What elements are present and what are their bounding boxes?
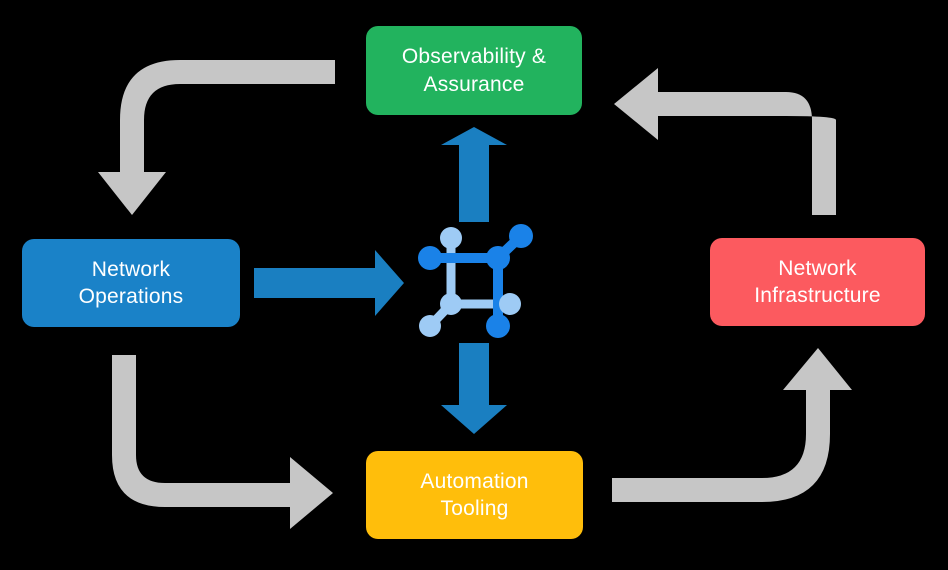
topology-nodes-dark	[418, 224, 533, 338]
node-network-infrastructure[interactable]: Network Infrastructure	[710, 238, 925, 326]
node-label-observability: Observability & Assurance	[401, 45, 547, 96]
arrow-infrastructure-to-observability	[614, 68, 836, 215]
arrow-center-to-automation	[441, 343, 507, 434]
arrow-operations-to-center	[254, 250, 404, 316]
node-label-infrastructure: Network Infrastructure	[754, 256, 881, 307]
arrow-operations-to-automation	[112, 355, 333, 529]
node-observability-assurance[interactable]: Observability & Assurance	[366, 26, 582, 115]
arrow-observability-to-operations	[98, 60, 335, 215]
arrow-center-to-observability	[441, 127, 507, 222]
network-topology-icon	[418, 224, 533, 338]
topology-nodes-light	[419, 227, 521, 337]
arrow-automation-to-infrastructure	[612, 348, 852, 502]
node-label-automation: Automation Tooling	[420, 469, 529, 520]
node-automation-tooling[interactable]: Automation Tooling	[366, 451, 583, 539]
node-label-operations: Network Operations	[78, 257, 184, 308]
node-network-operations[interactable]: Network Operations	[22, 239, 240, 327]
